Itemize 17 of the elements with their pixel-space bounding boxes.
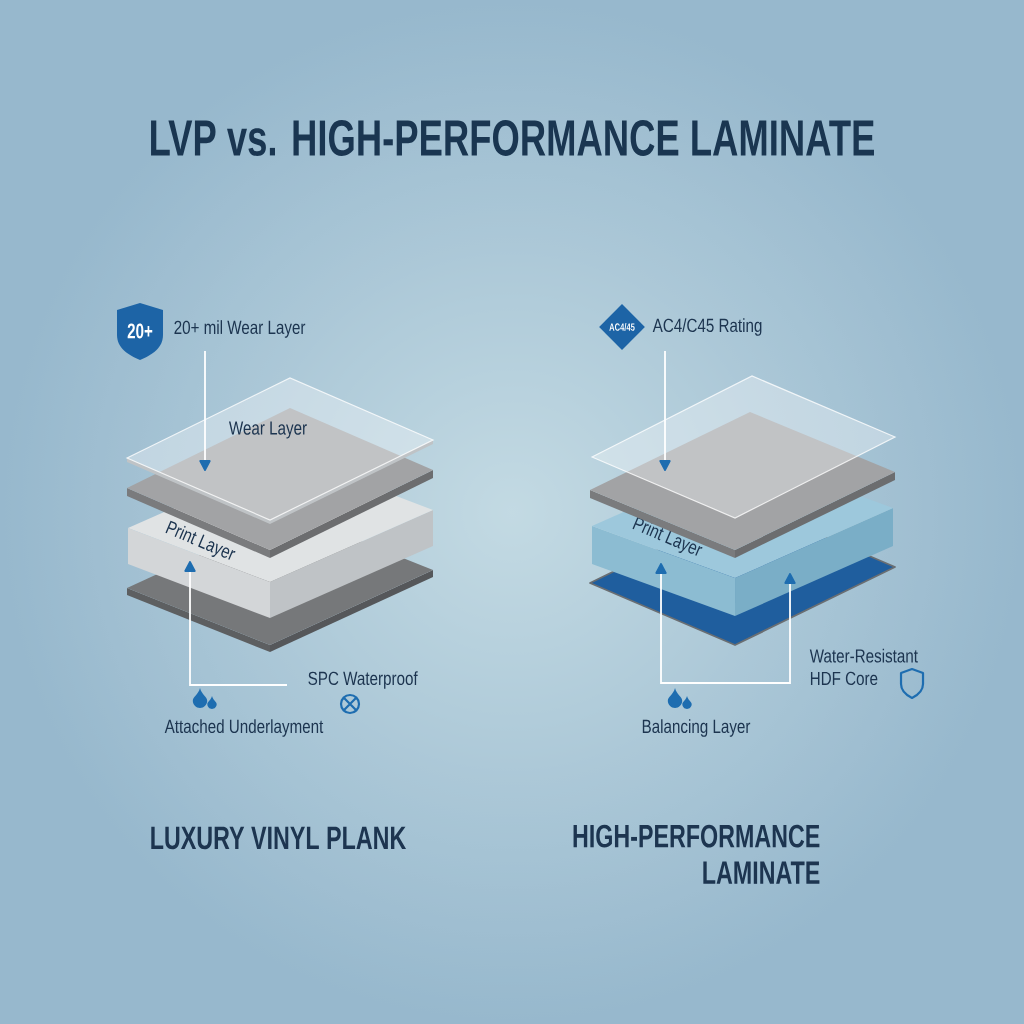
title: LVP vs. HIGH-PERFORMANCE LAMINATE — [151, 120, 874, 156]
leader-line — [659, 350, 671, 471]
leader-line — [199, 350, 211, 471]
callout-label: AC4/C45 Rating — [652, 318, 762, 336]
column-heading: HIGH-PERFORMANCE LAMINATE — [573, 824, 820, 884]
callout-label: Water-Resistant HDF Core — [809, 648, 918, 686]
callout-label: Attached Underlayment — [164, 719, 324, 737]
callout-label: Balancing Layer — [642, 719, 751, 737]
leader-line — [184, 561, 288, 686]
leader-line — [655, 563, 796, 684]
callout-label: SPC Waterproof — [308, 671, 418, 689]
layer-sheet — [127, 408, 433, 558]
shield-badge: 20+ — [117, 303, 163, 360]
column-heading: LUXURY VINYL PLANK — [151, 826, 407, 850]
layer-sheet — [590, 412, 895, 558]
callout-label: 20+ mil Wear Layer — [174, 320, 306, 338]
diamond-badge: AC4/45 — [599, 304, 645, 350]
